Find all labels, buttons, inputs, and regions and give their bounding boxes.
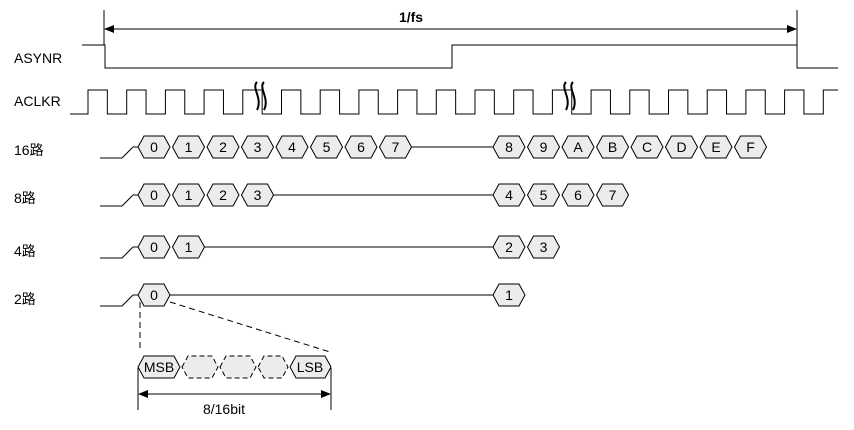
bit-slot-label: 0 <box>150 239 158 255</box>
bit-slot-label: 3 <box>254 139 262 155</box>
bit-cell-blank-1 <box>181 355 219 379</box>
bit-slot-label: E <box>711 139 720 155</box>
bit-slot: 0 <box>137 135 171 159</box>
bit-slot: 2 <box>492 235 526 259</box>
bit-slot: 2 <box>206 135 240 159</box>
bit-slot-label: 4 <box>288 139 296 155</box>
bit-slot-label: 6 <box>574 187 582 203</box>
lane-label-4: 4路 <box>14 243 36 259</box>
bit-slot: 1 <box>171 135 206 159</box>
bit-slot-label: 7 <box>392 139 400 155</box>
bit-cell-blank-3 <box>257 355 289 379</box>
bit-slot: 6 <box>344 135 378 159</box>
bit-slot-label: 1 <box>185 187 193 203</box>
bit-slot: 4 <box>492 183 526 207</box>
bit-slot-label: 0 <box>150 287 158 303</box>
bit-slot-label: D <box>676 139 686 155</box>
bit-slot: 1 <box>171 183 206 207</box>
lane-label-8: 8路 <box>14 190 36 206</box>
lane-label-2: 2路 <box>14 291 36 307</box>
lane-bus-4: 0 1 2 3 <box>100 235 561 259</box>
bit-slot-label: 1 <box>505 287 513 303</box>
bit-slot-label: 0 <box>150 187 158 203</box>
bit-slot-label: 0 <box>150 139 158 155</box>
bit-slot: 1 <box>492 283 526 307</box>
clock-break-mark-2 <box>563 81 576 111</box>
bit-slot-label: 4 <box>505 187 513 203</box>
bit-slot: 8 <box>492 135 526 159</box>
bit-slot: 7 <box>595 183 630 207</box>
bit-slot-label: C <box>642 139 652 155</box>
bit-slot: 0 <box>137 283 171 307</box>
bit-slot: 0 <box>137 183 171 207</box>
bit-slot: E <box>699 135 733 159</box>
bit-slot: 1 <box>171 235 206 259</box>
msb-label: MSB <box>144 359 174 375</box>
bit-slot-label: 3 <box>254 187 262 203</box>
lane-idle-line <box>100 146 134 159</box>
bit-slot-label: 2 <box>219 139 227 155</box>
bit-slot: 7 <box>378 135 413 159</box>
bit-slot-label: 2 <box>505 239 513 255</box>
lane-idle-line <box>100 246 134 259</box>
bit-slot: D <box>664 135 699 159</box>
bit-slot-label: 6 <box>357 139 365 155</box>
bit-slot: 9 <box>526 135 561 159</box>
expansion-line-right <box>169 301 331 353</box>
bit-slot: 3 <box>240 135 275 159</box>
asynr-label: ASYNR <box>14 50 62 66</box>
lane-idle-line <box>100 294 134 307</box>
bit-slot: C <box>630 135 664 159</box>
bit-slot: 6 <box>561 183 595 207</box>
width-label: 8/16bit <box>203 401 245 417</box>
bit-slot-label: 5 <box>323 139 331 155</box>
lsb-cell: LSB <box>289 355 332 379</box>
bit-slot-label: 7 <box>609 187 617 203</box>
bit-slot: F <box>733 135 768 159</box>
bit-slot: 2 <box>206 183 240 207</box>
bit-slot: 3 <box>526 235 561 259</box>
lane-bus-16: 0 1 2 3 4 5 6 7 8 9 A B C D E F <box>100 135 768 159</box>
bit-slot: B <box>595 135 630 159</box>
bit-cell-blank-2 <box>219 355 257 379</box>
msb-cell: MSB <box>137 355 181 379</box>
bit-slot-label: B <box>608 139 617 155</box>
bit-slot-label: 9 <box>540 139 548 155</box>
bit-slot: 5 <box>309 135 344 159</box>
asynr-waveform <box>82 44 838 69</box>
bit-slot: 4 <box>275 135 309 159</box>
lane-idle-line <box>100 194 134 207</box>
bit-slot: A <box>561 135 595 159</box>
bit-slot: 3 <box>240 183 275 207</box>
bit-slot-label: 2 <box>219 187 227 203</box>
bit-slot-label: 1 <box>185 139 193 155</box>
aclkr-waveform <box>70 89 838 115</box>
bit-detail: MSB LSB 8/16bit <box>137 355 332 417</box>
bit-slot-label: 1 <box>185 239 193 255</box>
bit-slot-label: A <box>573 139 583 155</box>
period-label: 1/fs <box>399 9 423 25</box>
lane-label-16: 16路 <box>14 142 44 158</box>
bit-slot: 5 <box>526 183 561 207</box>
bit-slot: 0 <box>137 235 171 259</box>
aclkr-label: ACLKR <box>14 93 61 109</box>
bit-slot-label: 3 <box>540 239 548 255</box>
bit-slot-label: F <box>746 139 755 155</box>
bit-slot-label: 8 <box>505 139 513 155</box>
lsb-label: LSB <box>297 359 323 375</box>
lane-bus-8: 0 1 2 3 4 5 6 7 <box>100 183 630 207</box>
clock-break-mark-1 <box>254 81 267 111</box>
bit-slot-label: 5 <box>540 187 548 203</box>
